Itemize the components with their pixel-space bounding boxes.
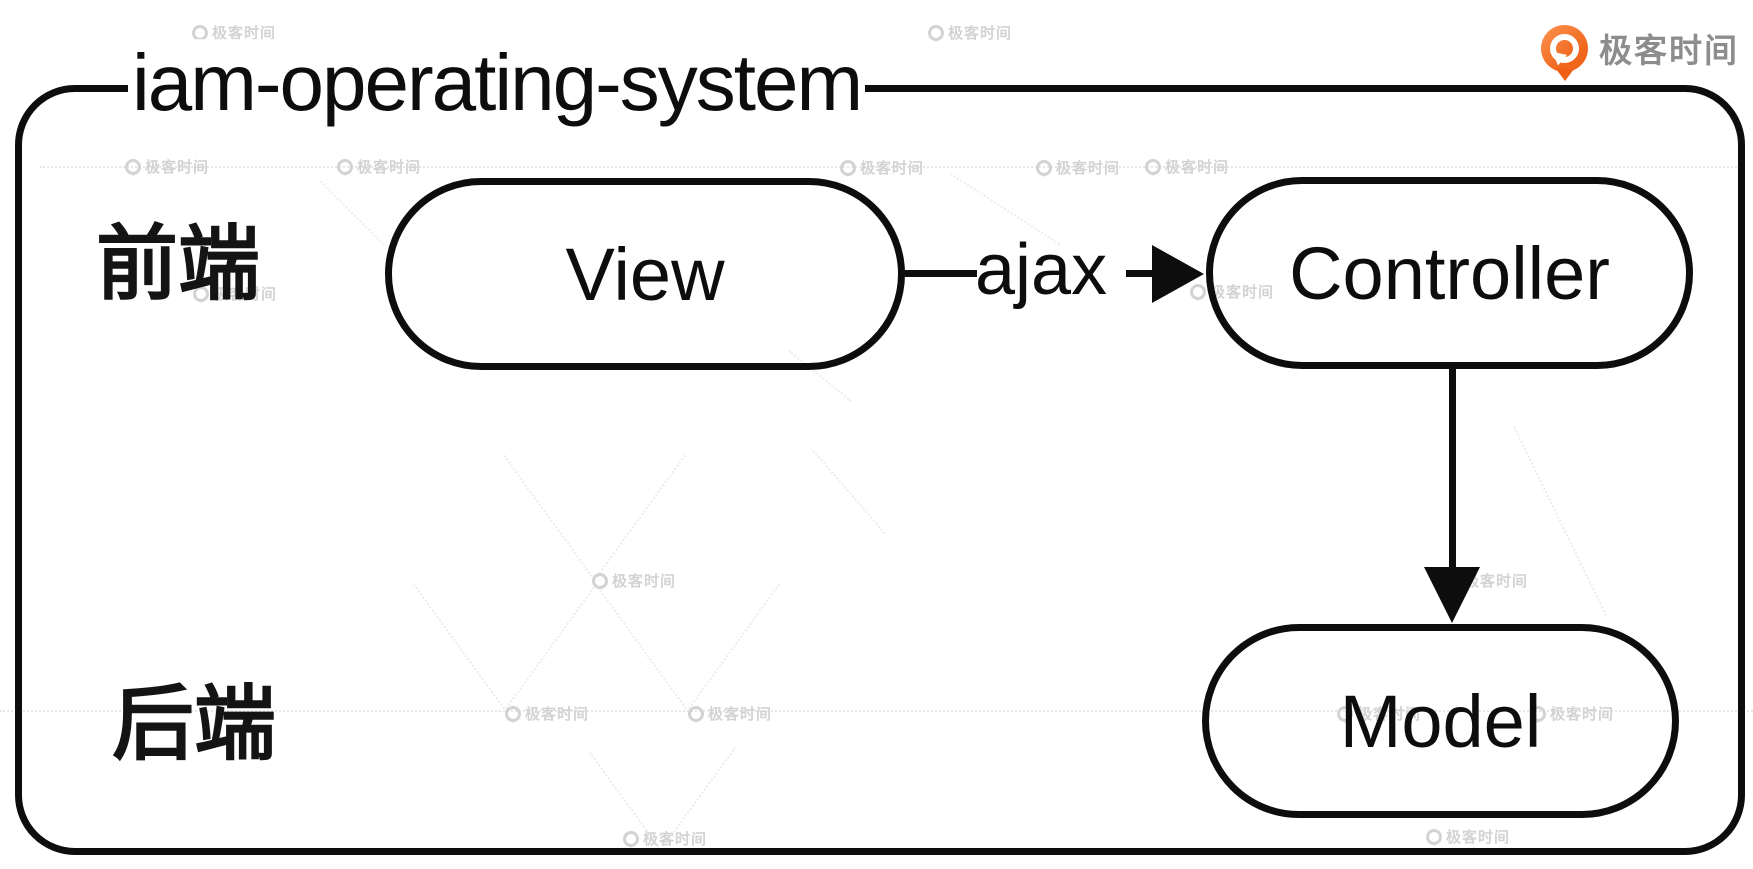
watermark: 极客时间 [337, 156, 421, 177]
system-boundary-box [15, 85, 1745, 855]
arrowhead-right-icon [1152, 245, 1204, 303]
watermark-label: 极客时间 [145, 159, 210, 176]
edge-view-controller-line [903, 270, 977, 277]
backend-tier-label: 后端 [112, 679, 277, 770]
edge-view-controller-line [1126, 270, 1154, 277]
watermark: 极客时间 [928, 22, 1012, 43]
edge-ajax-label: ajax [975, 230, 1108, 310]
watermark-pin-icon [1426, 828, 1442, 846]
watermark: 极客时间 [1337, 703, 1421, 724]
watermark-pin-icon [1145, 158, 1161, 176]
watermark-label: 极客时间 [357, 159, 422, 176]
node-view-label: View [565, 232, 725, 316]
watermark-label: 极客时间 [212, 25, 277, 42]
watermark-pin-icon [1530, 705, 1546, 723]
watermark-label: 极客时间 [525, 706, 590, 723]
watermark-label: 极客时间 [1165, 159, 1230, 176]
geektime-logo-icon [1541, 24, 1588, 81]
watermark-label: 极客时间 [643, 831, 708, 848]
geektime-logo: 极客时间 [1541, 24, 1739, 81]
watermark: 极客时间 [592, 570, 676, 591]
watermark-label: 极客时间 [1357, 706, 1422, 723]
watermark: 极客时间 [840, 157, 924, 178]
watermark-pin-icon [840, 159, 856, 177]
node-model: Model [1202, 624, 1679, 818]
node-controller: Controller [1206, 177, 1693, 369]
watermark: 极客时间 [623, 828, 707, 849]
watermark-pin-icon [928, 24, 944, 42]
watermark: 极客时间 [1036, 157, 1120, 178]
watermark-pin-icon [193, 285, 209, 303]
node-model-label: Model [1339, 679, 1542, 763]
watermark: 极客时间 [125, 156, 209, 177]
logo-pin-tail [1555, 68, 1574, 81]
watermark-pin-icon [688, 705, 704, 723]
watermark: 极客时间 [1426, 826, 1510, 847]
watermark-dotted-line [40, 166, 1740, 168]
watermark-label: 极客时间 [612, 573, 677, 590]
watermark-pin-icon [1337, 705, 1353, 723]
watermark-pin-icon [337, 158, 353, 176]
watermark-pin-icon [505, 705, 521, 723]
watermark: 极客时间 [688, 703, 772, 724]
watermark-label: 极客时间 [1446, 829, 1511, 846]
watermark-label: 极客时间 [948, 25, 1013, 42]
watermark-pin-icon [1036, 159, 1052, 177]
frontend-tier-label: 前端 [96, 219, 261, 310]
arrowhead-down-icon [1424, 567, 1480, 623]
watermark-label: 极客时间 [1056, 160, 1121, 177]
watermark-dotted-line [0, 710, 1753, 712]
diagram-title: iam-operating-system [128, 39, 866, 128]
edge-controller-model-line [1449, 367, 1456, 569]
watermark: 极客时间 [193, 283, 277, 304]
watermark-pin-icon [125, 158, 141, 176]
watermark: 极客时间 [505, 703, 589, 724]
node-view: View [385, 178, 905, 370]
watermark-label: 极客时间 [213, 286, 278, 303]
watermark-pin-icon [592, 572, 608, 590]
watermark-label: 极客时间 [708, 706, 773, 723]
watermark-label: 极客时间 [860, 160, 925, 177]
geektime-brand-name: 极客时间 [1599, 32, 1739, 69]
watermark-pin-icon [623, 830, 639, 848]
node-controller-label: Controller [1289, 231, 1610, 315]
logo-ring [1550, 33, 1579, 63]
watermark: 极客时间 [1145, 156, 1229, 177]
